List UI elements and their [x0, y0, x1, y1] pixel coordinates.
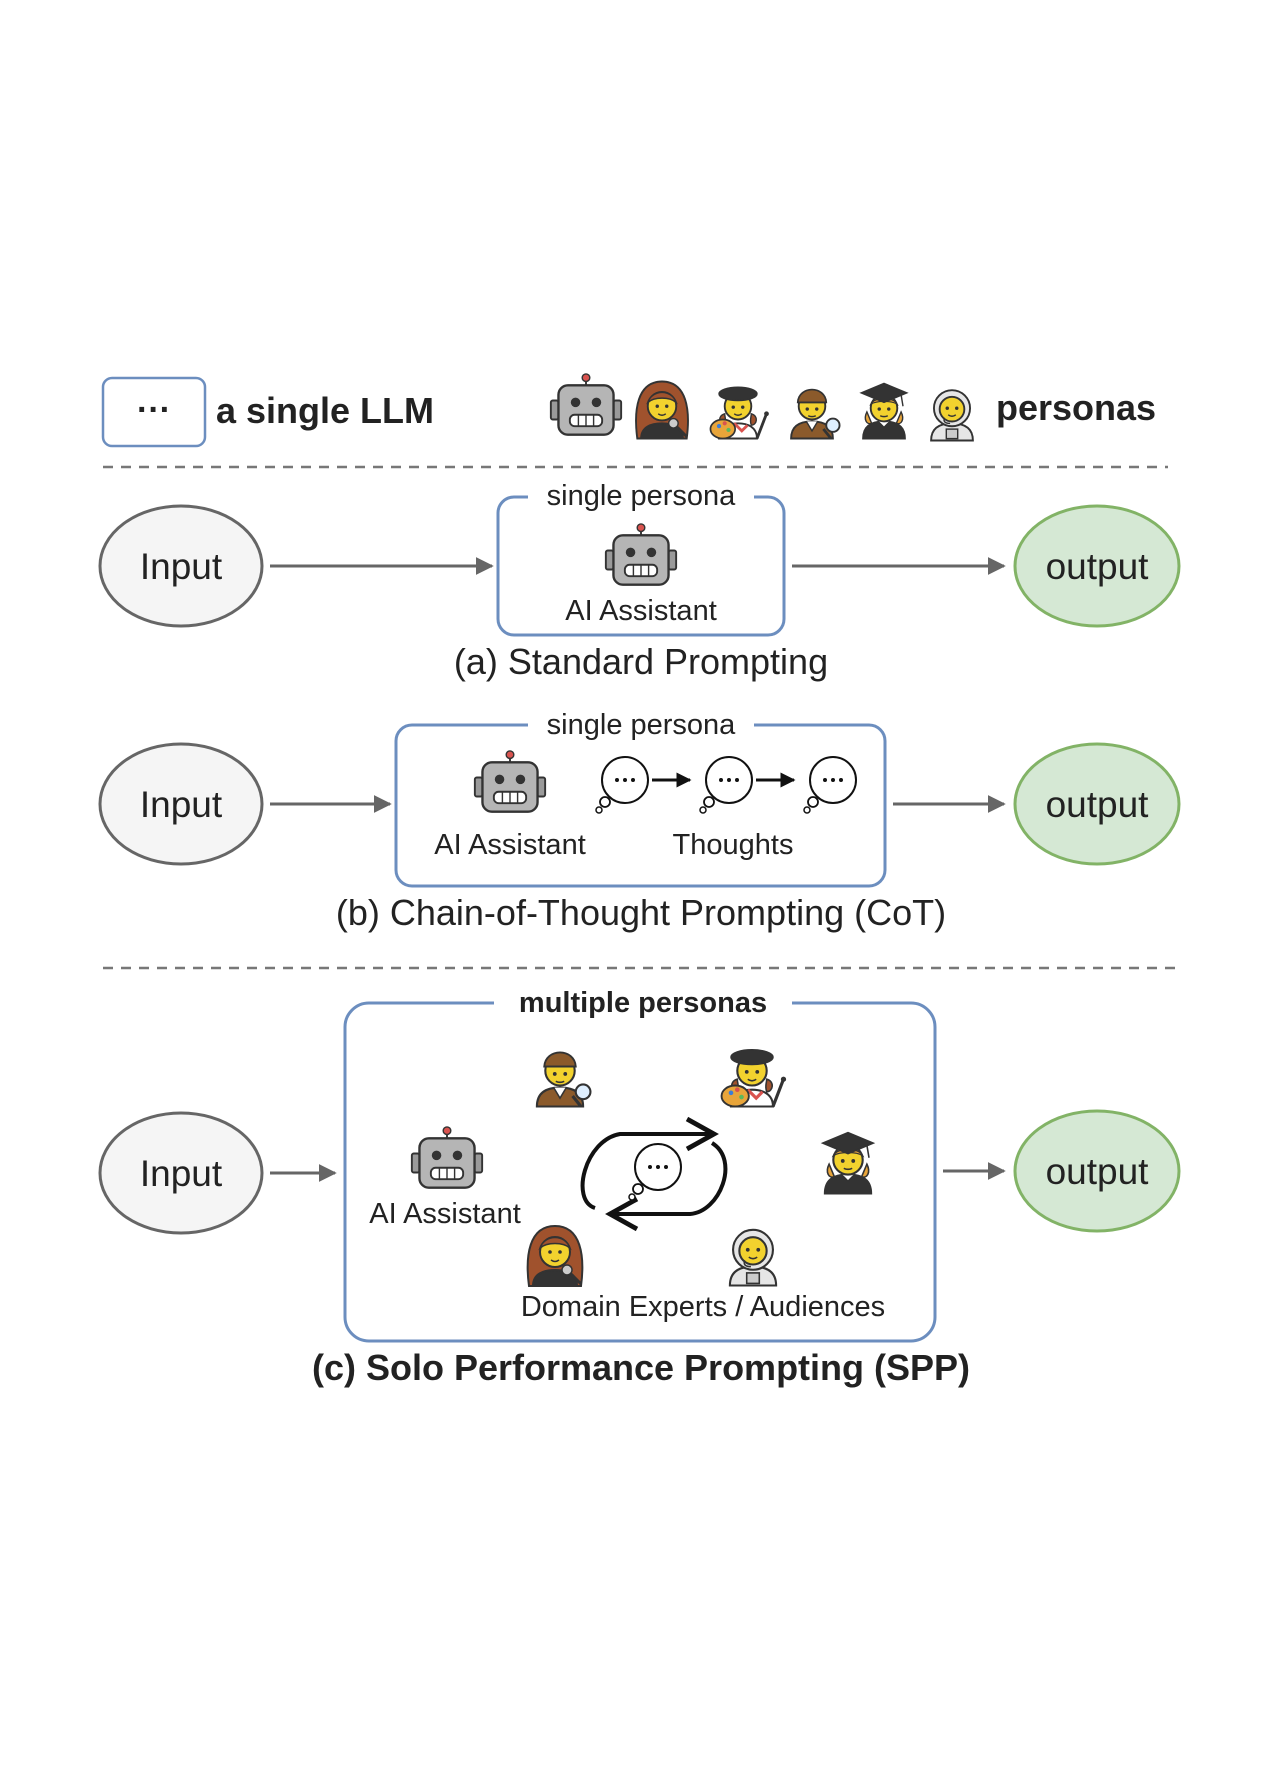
- input-node: [98, 504, 264, 628]
- personas-legend-label: personas: [996, 387, 1156, 428]
- experts-label: Domain Experts / Audiences: [521, 1291, 885, 1323]
- output-node-label: output: [1046, 1151, 1150, 1192]
- agent-label: AI Assistant: [369, 1198, 521, 1230]
- box-title: single persona: [547, 480, 736, 512]
- legend: ··· a single LLM personas: [101, 372, 1156, 448]
- panel-caption: (a) Standard Prompting: [454, 641, 828, 682]
- cot-prompting-panel: Input single persona AI Assistant Though…: [98, 709, 1181, 933]
- llm-legend-box-text: ···: [137, 391, 171, 429]
- discussion-cycle: [580, 1116, 728, 1232]
- panel-caption: (c) Solo Performance Prompting (SPP): [312, 1347, 970, 1388]
- agent-label: AI Assistant: [565, 595, 717, 627]
- input-node: [98, 742, 264, 866]
- output-node: [1013, 1109, 1181, 1233]
- output-node: [1013, 504, 1181, 628]
- input-node-label: Input: [140, 1153, 223, 1194]
- robot-icon: [549, 372, 623, 436]
- box-title: single persona: [547, 709, 736, 741]
- cycle-arrow-bottom: [605, 1141, 728, 1232]
- astronaut-icon: [728, 1228, 778, 1287]
- astronaut-icon: [930, 389, 974, 442]
- box-title: multiple personas: [519, 987, 767, 1019]
- llm-legend-box: [101, 376, 207, 448]
- output-node-label: output: [1046, 546, 1150, 587]
- detective-icon: [789, 388, 841, 440]
- input-node-label: Input: [140, 784, 223, 825]
- singer-icon: [634, 380, 690, 440]
- agent-label: AI Assistant: [434, 829, 586, 861]
- artist-icon: [709, 385, 771, 440]
- spp-prompting-panel: Input multiple personas AI Assistant Dom…: [98, 986, 1181, 1388]
- standard-prompting-panel: Input single persona AI Assistant output…: [98, 480, 1181, 682]
- singer-icon: [526, 1224, 584, 1288]
- thoughts-chain: [595, 756, 857, 814]
- thoughts-label: Thoughts: [673, 829, 794, 861]
- llm-legend-label: a single LLM: [216, 390, 434, 431]
- input-node: [98, 1111, 264, 1235]
- input-node-label: Input: [140, 546, 223, 587]
- output-node-label: output: [1046, 784, 1150, 825]
- graduate-icon: [860, 382, 908, 440]
- cycle-arrow-top: [580, 1116, 719, 1210]
- output-node: [1013, 742, 1181, 866]
- panel-caption: (b) Chain-of-Thought Prompting (CoT): [336, 892, 946, 933]
